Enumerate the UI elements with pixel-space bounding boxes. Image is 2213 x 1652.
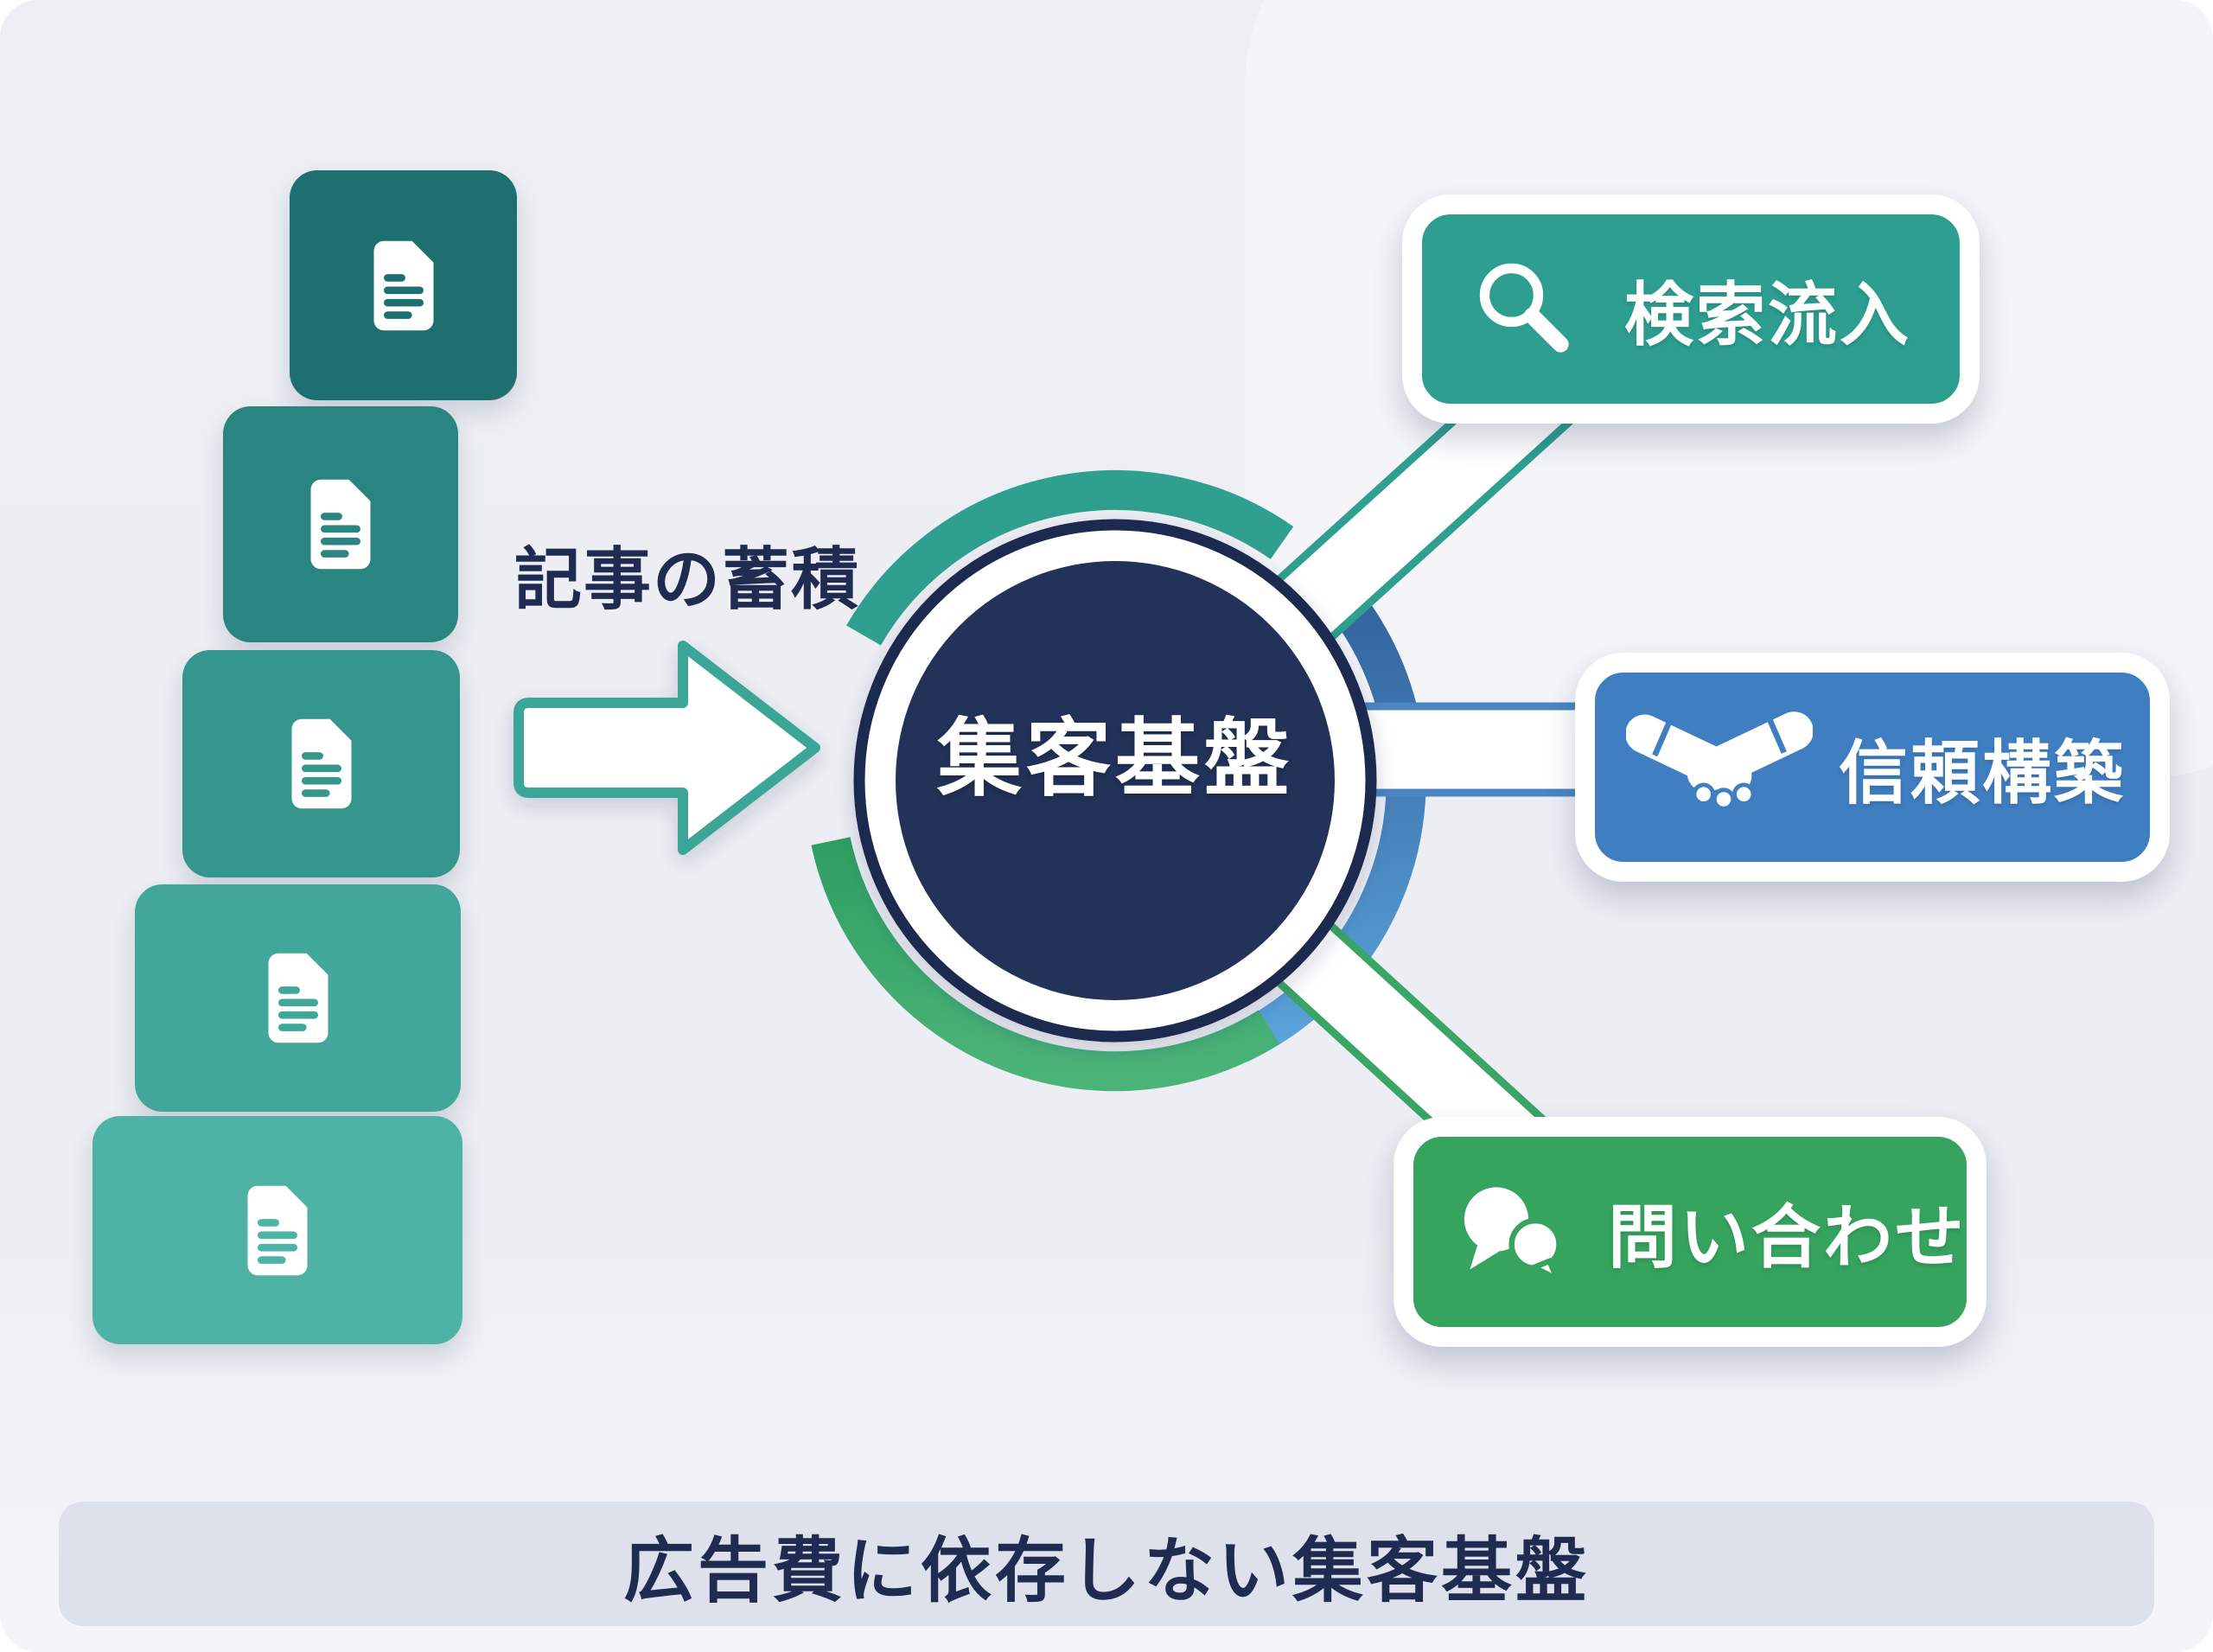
articles-arrow-label: 記事の蓄積 (513, 541, 860, 617)
article-card (182, 650, 460, 877)
footer-banner: 広告費に依存しない集客基盤 (59, 1502, 2154, 1626)
branch-button-inquiry: 問い合わせ (1393, 1117, 1987, 1347)
branch-button-trust: 信頼構築 (1575, 653, 2170, 882)
branch-label: 問い合わせ (1608, 1199, 1967, 1276)
handshake-icon (1626, 711, 1813, 811)
article-card (92, 1116, 462, 1344)
articles-arrow (513, 641, 820, 855)
document-icon (310, 475, 382, 570)
document-icon (373, 235, 445, 330)
chat-bubbles-icon (1464, 1187, 1563, 1284)
hub-label: 集客基盤 (936, 711, 1293, 806)
green-arc (811, 837, 1280, 1092)
branch-label: 検索流入 (1624, 276, 1911, 354)
branch-button-search: 検索流入 (1402, 195, 1980, 424)
magnifier-icon (1479, 263, 1569, 353)
document-icon (268, 948, 340, 1043)
document-icon (247, 1180, 319, 1275)
article-card (223, 406, 458, 642)
article-card (290, 170, 517, 400)
hub-disc (896, 561, 1335, 1000)
teal-arc (846, 470, 1294, 646)
document-icon (291, 714, 363, 809)
footer-label: 広告費に依存しない集客基盤 (622, 1531, 1590, 1611)
branch-label: 信頼構築 (1839, 734, 2126, 812)
article-card (135, 884, 461, 1112)
